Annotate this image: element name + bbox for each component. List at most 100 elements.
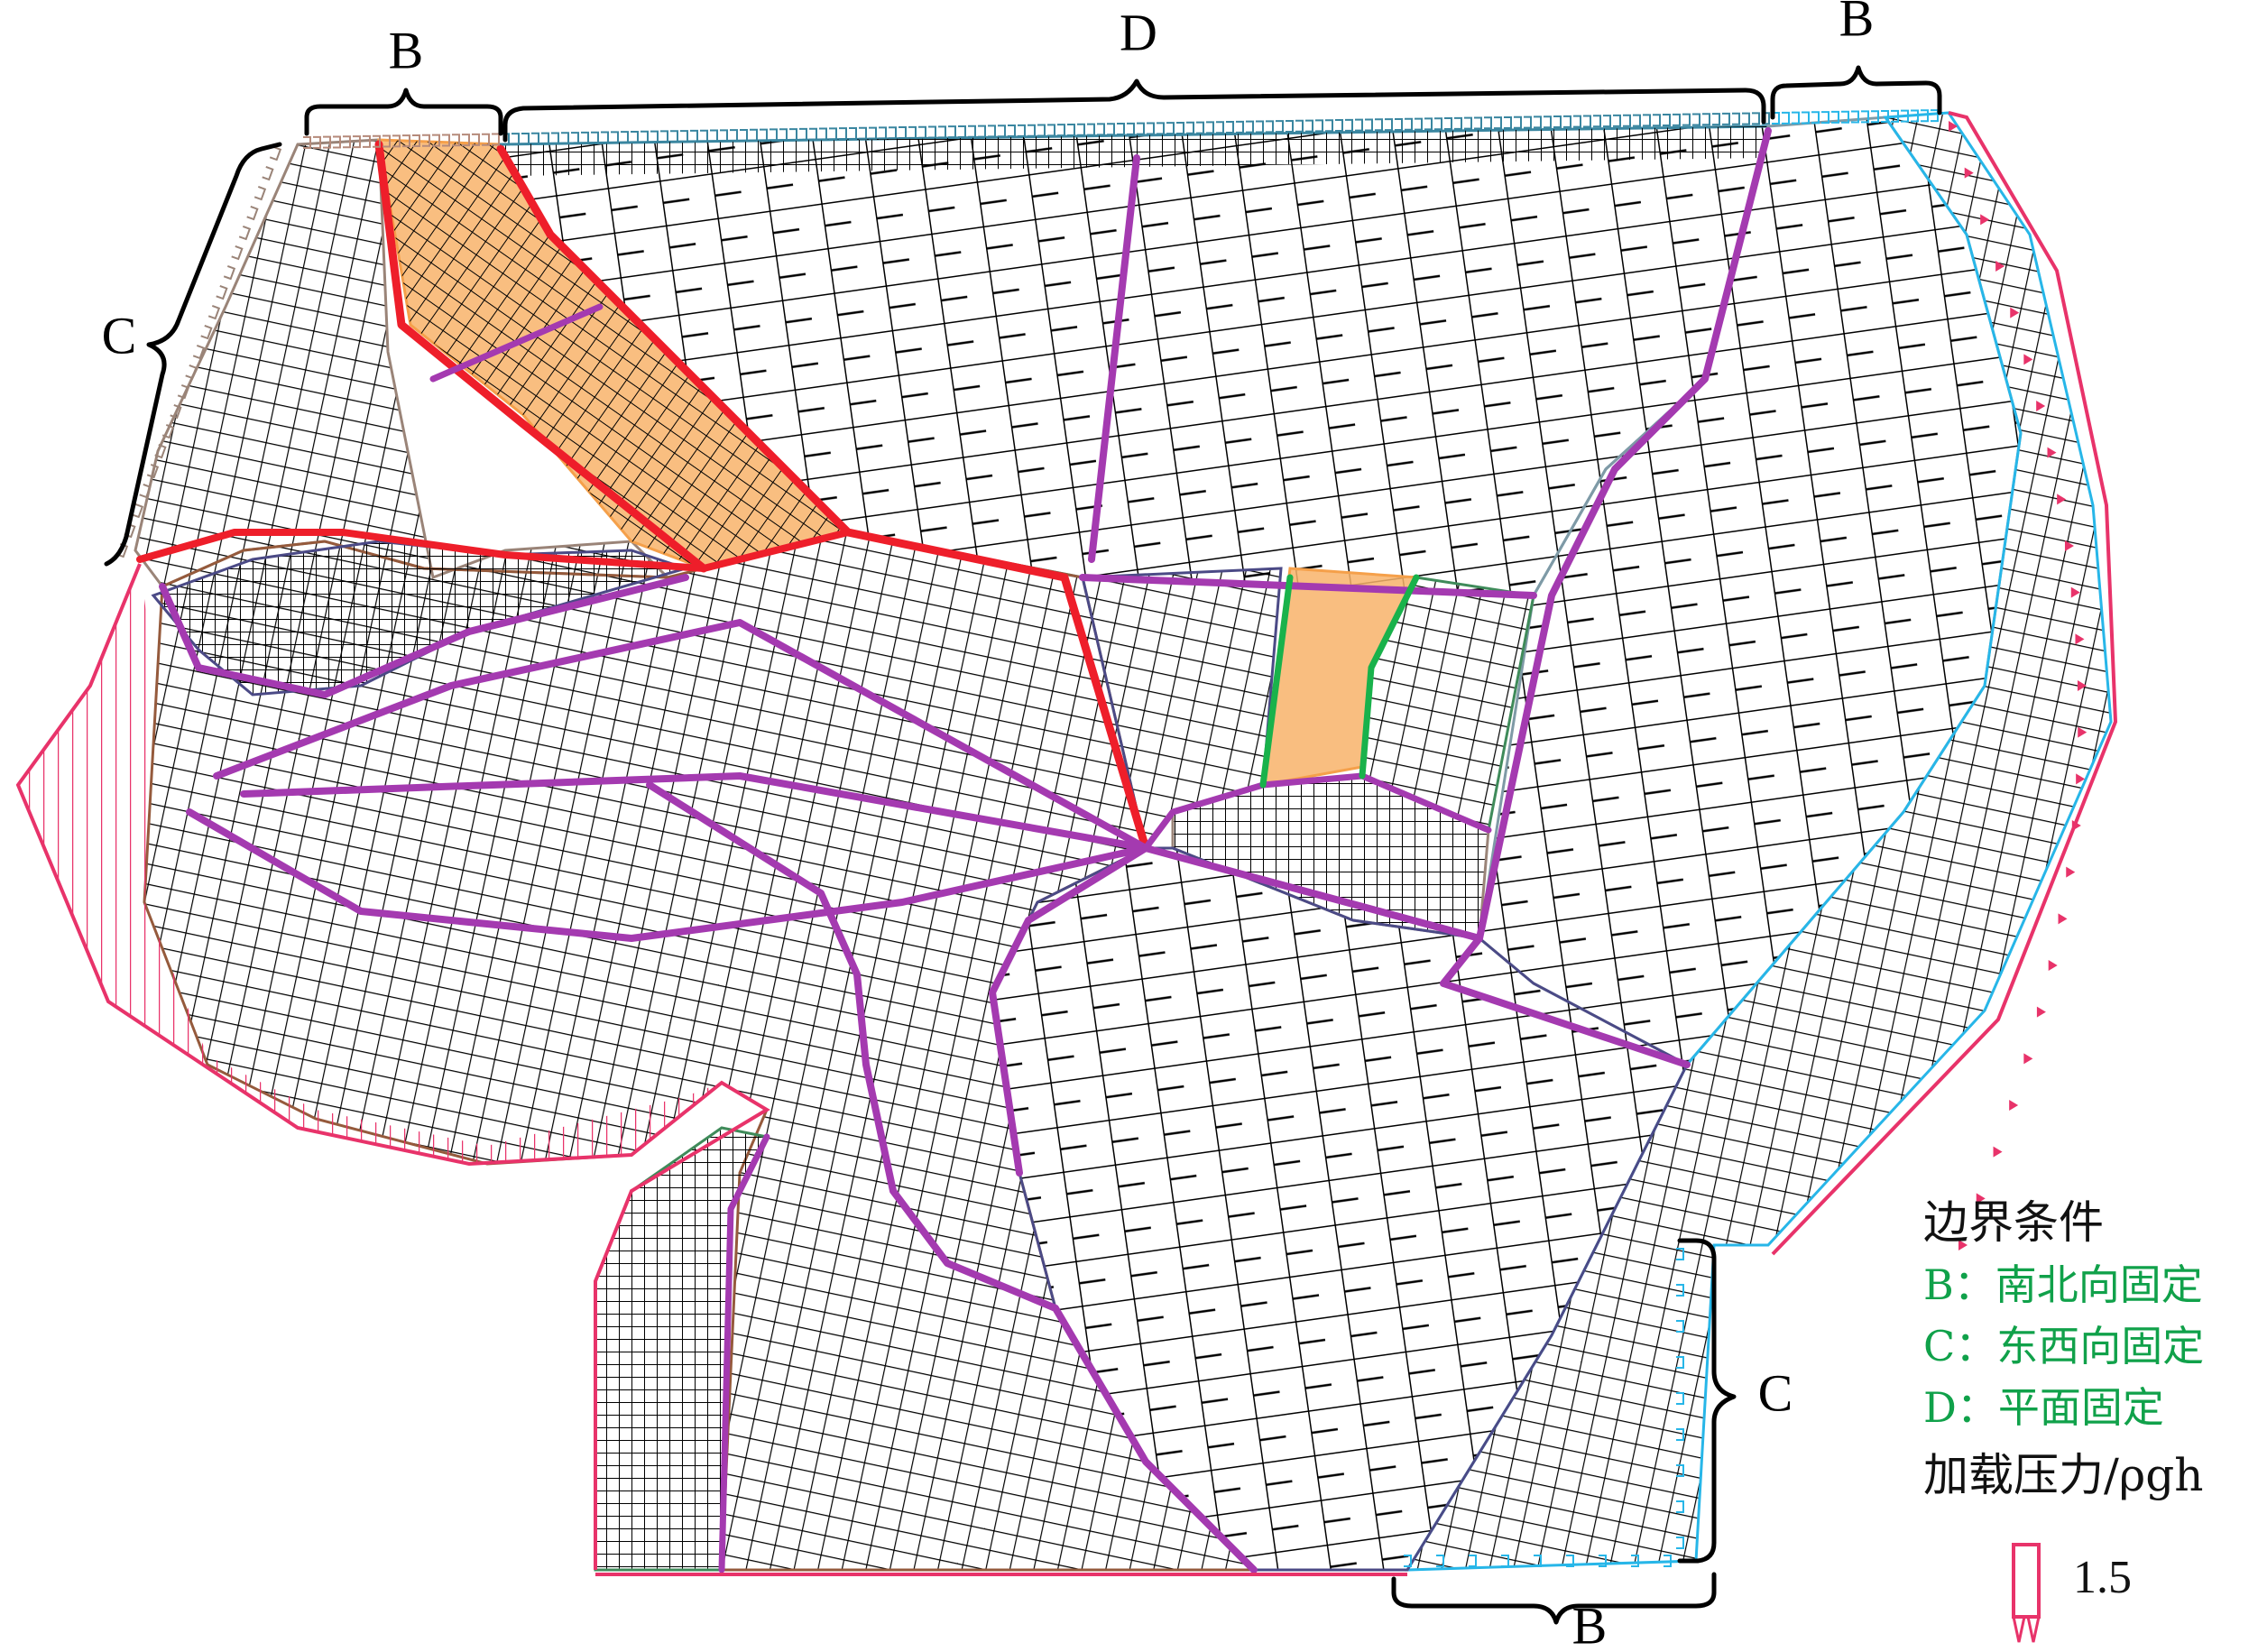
boundary-marker [392,134,401,148]
boundary-marker [938,125,946,139]
boundary-marker [1067,123,1075,136]
boundary-brackets: B D B C C B [102,0,1942,1652]
boundary-marker [799,127,807,141]
boundary-marker [1236,120,1244,134]
region-north-teal-fine [501,126,1768,176]
boundary-marker [1613,114,1621,127]
boundary-marker [269,146,282,162]
boundary-marker [1881,110,1889,124]
boundary-marker [1583,115,1591,128]
boundary-marker [1047,124,1055,137]
load-arrow-head [1980,214,1990,226]
boundary-marker [363,134,371,148]
boundary-marker [1911,109,1919,123]
boundary-marker [601,131,609,144]
boundary-marker [1424,117,1433,131]
boundary-marker [1494,116,1502,130]
legend: 边界条件 B：南北向固定 C：东西向固定 D：平面固定 加载压力/ρgh 1.5 [1923,1196,2204,1643]
boundary-marker [313,135,321,149]
boundary-marker [869,126,877,140]
fault-purple-13 [429,303,604,383]
boundary-marker [1325,119,1333,133]
boundary-marker [1345,118,1353,132]
boundary-marker [1633,114,1641,127]
boundary-marker [1186,121,1194,134]
boundary-marker [1623,114,1631,127]
boundary-marker [1553,115,1562,129]
boundary-marker [1821,111,1829,125]
boundary-marker [1722,112,1730,125]
boundary-marker [631,130,639,143]
boundary-marker [1057,124,1065,137]
boundary-marker [1811,111,1820,125]
boundary-marker [246,206,259,221]
fault-red-1 [374,140,708,573]
boundary-marker [1792,111,1800,125]
boundary-marker [1676,1356,1684,1369]
boundary-marker [1226,121,1234,134]
boundary-marker [1436,1555,1444,1567]
boundary-marker [690,129,698,143]
boundary-markers [115,109,2087,1567]
boundary-marker [928,125,936,139]
load-arrow-head [2070,586,2080,598]
boundary-marker [789,128,797,142]
boundary-marker [1563,115,1571,128]
fault-purple-10 [1142,844,1483,942]
boundary-marker [185,365,198,380]
boundary-marker [551,132,559,145]
boundary-marker [541,132,549,145]
boundary-marker [948,125,956,139]
boundary-marker [1107,123,1115,136]
boundary-marker [462,134,470,147]
legend-title: 边界条件 [1923,1196,2104,1249]
boundary-marker [177,384,190,400]
load-arrow-head [1993,1146,2003,1158]
boundary-marker [779,128,788,142]
boundary-marker [472,133,480,146]
boundary-marker [1166,122,1175,135]
boundary-marker [1742,112,1750,125]
boundary-marker [1653,114,1661,127]
legend-item-b: B：南北向固定 [1923,1260,2203,1309]
fault-purple-3 [1079,574,1537,599]
boundary-marker [1676,1392,1684,1405]
bracket-top-left [304,88,503,136]
boundary-marker [1137,122,1145,135]
boundary-marker [1544,115,1552,129]
fault-red-3 [136,529,852,572]
boundary-marker [1315,119,1323,133]
boundary-marker [223,265,236,281]
boundary-marker [839,127,847,141]
load-arrow-head [2076,773,2086,785]
legend-item-c: C：东西向固定 [1923,1322,2204,1371]
boundary-marker [1772,112,1780,125]
boundary-marker [343,135,351,149]
bracket-top-right [1770,65,1942,120]
boundary-marker [1566,1555,1574,1567]
load-arrow-head [2066,866,2076,878]
boundary-marker [849,126,857,140]
boundary-marker [402,134,410,148]
boundary-marker [1702,113,1710,126]
boundary-marker [1256,120,1264,134]
bracket-left [104,142,282,567]
boundary-marker [131,503,144,519]
boundary-marker [1444,117,1452,131]
boundary-marker [1365,118,1373,132]
boundary-marker [432,134,440,147]
boundary-marker [1305,119,1313,133]
boundary-marker [1464,116,1472,130]
bracket-right [1677,1238,1737,1564]
boundary-marker [200,325,213,340]
boundary-marker [611,131,619,144]
boundary-marker [353,135,361,149]
boundary-marker [740,128,748,142]
legend-load-label: 加载压力/ρgh [1923,1449,2203,1501]
boundary-marker [323,135,331,149]
boundary-marker [1375,118,1383,132]
load-arrow-head [2023,354,2033,365]
boundary-marker [1266,120,1274,134]
fault-lines [136,127,1772,1574]
boundary-marker [482,133,490,146]
